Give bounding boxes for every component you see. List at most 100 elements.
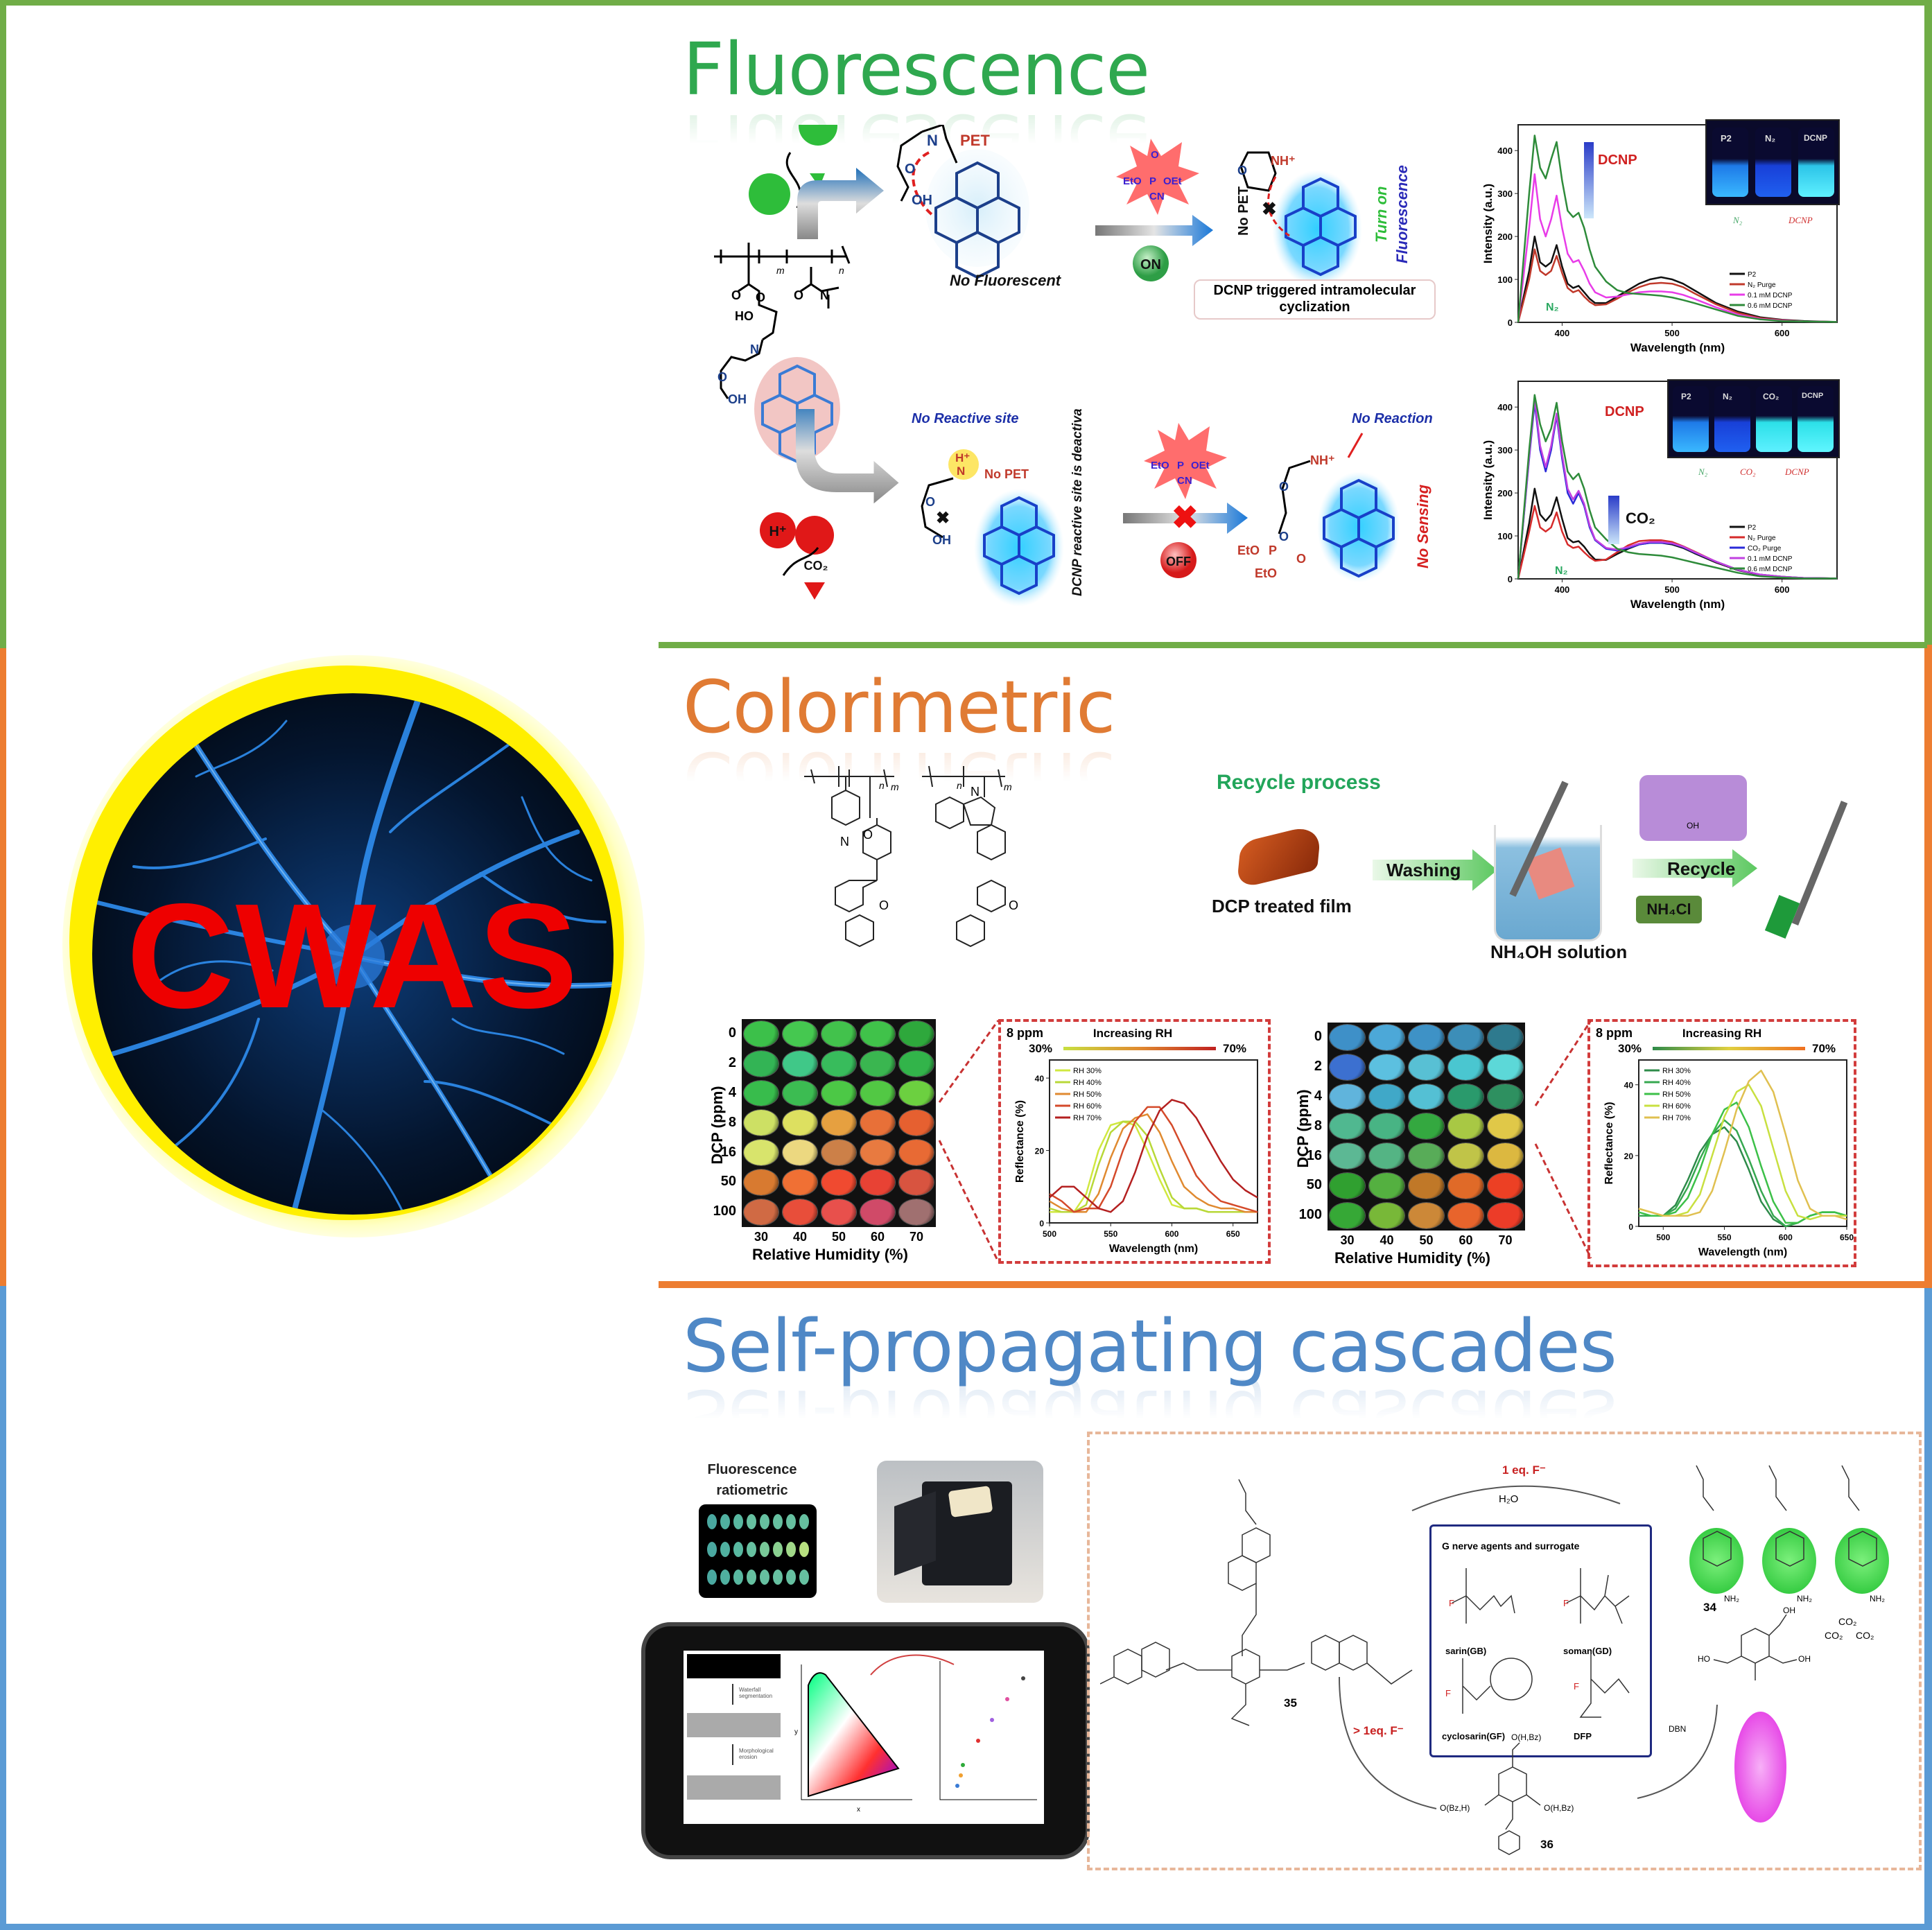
sensor-spot [783,1080,817,1106]
co2-annotation: CO₂ [1626,510,1655,527]
legend-entry: RH 60% [1073,1102,1102,1111]
y-axis-label: Reflectance (%) [1014,1100,1026,1183]
grid-row-label: 50 [1306,1177,1322,1193]
x-tick-label: 550 [1718,1233,1732,1242]
svg-text:F: F [1449,1598,1454,1608]
svg-text:P: P [1149,175,1156,187]
x-tick-label: 500 [1043,1229,1056,1239]
series-line-1 [1049,1120,1257,1213]
plot-frame [1049,1059,1258,1224]
svg-text:F: F [1563,1598,1569,1608]
sensor-spot [821,1021,856,1047]
well-dot [720,1514,730,1529]
excess-fluoride-label: > 1eq. F⁻ [1353,1724,1404,1737]
zoom-lines [938,1020,1000,1262]
svg-text:x: x [857,1806,860,1814]
nitrogen-drop-icon [810,173,825,187]
series-line-2 [1517,173,1838,323]
series-line-3 [1517,134,1838,323]
well-dot [720,1542,730,1557]
svg-text:OH: OH [932,533,951,547]
compound-34-label: 34 [1703,1601,1716,1614]
svg-text:O: O [756,290,765,304]
sensor-spot [1369,1113,1404,1140]
well-dot [747,1514,756,1529]
turn-on-label: Turn on [1373,186,1390,243]
triol-structure [1713,1614,1798,1680]
svg-text:m: m [776,265,785,276]
nerve-agents-title: G nerve agents and surrogate [1442,1540,1580,1551]
blocked-x-icon: ✖ [936,509,950,528]
legend-entry: P2 [1748,524,1757,532]
series-line-2 [1638,1102,1847,1224]
x-tick-label: 650 [1840,1233,1854,1242]
sensor-spot [860,1080,895,1106]
series-line-4 [1517,394,1837,580]
fluorescence-word-label: Fluorescence [1393,165,1411,263]
well-dot [747,1542,756,1557]
sensor-spot [899,1021,934,1047]
y-axis-label: Intensity (a.u.) [1481,184,1495,263]
amine-n-label: N [927,132,938,149]
sensor-spot [783,1050,817,1077]
logo-text: CWAS [126,872,580,1039]
curved-arrow-icon [1411,1485,1621,1511]
svg-text:y: y [794,1728,798,1736]
blocked-x-icon: ✖ [1262,198,1277,219]
x-tick-label: 500 [1664,584,1680,595]
well-dot [733,1542,743,1557]
well-dot [773,1570,783,1585]
sensor-spot [1448,1202,1483,1228]
grid-col-label: 30 [754,1229,769,1244]
sensor-spot [821,1199,856,1225]
sensor-spot [744,1021,778,1047]
sensor-spot [744,1050,778,1077]
sensor-spot [1488,1143,1523,1169]
svg-text:O: O [1279,530,1289,544]
grid-col-label: 50 [1419,1233,1434,1247]
section-title-self-propagating: Self-propagating cascades [683,1304,1617,1389]
svg-text:O: O [925,495,935,509]
dcp-film-icon [1236,822,1322,890]
x-axis-label: Wavelength (nm) [1698,1246,1787,1258]
series-line-3 [1517,397,1838,580]
well-dot [799,1570,809,1585]
sensor-spot [1448,1113,1483,1140]
well-dot [786,1570,796,1585]
y-tick-label: 400 [1497,146,1513,156]
sensor-spot [1448,1084,1483,1110]
rh-end-label: 70% [1223,1042,1246,1055]
sensor-spot [783,1021,817,1047]
sensor-spot [860,1021,895,1047]
series-line-3 [1049,1106,1258,1213]
chart-subtitle: Increasing RH [1093,1027,1172,1040]
legend-entry: RH 50% [1662,1090,1691,1099]
hydroxide-bubble-icon [749,173,790,215]
water-label: H₂O [1499,1493,1519,1505]
well-plate-photo [699,1504,817,1598]
sensor-spot [1409,1025,1444,1050]
legend-entry: RH 70% [1662,1114,1691,1122]
grid-row-label: 2 [1314,1059,1322,1075]
svg-text:H⁺: H⁺ [769,524,787,539]
sensor-spot [821,1110,856,1136]
sensor-spot [1448,1054,1483,1080]
svg-text:N: N [820,288,829,302]
sensor-spot [1330,1025,1365,1050]
grid-y-label: DCP (ppm) [1294,1089,1312,1168]
dcnp-annotation: DCNP [1605,404,1644,419]
dcnp-starburst-icon [1144,423,1227,499]
svg-text:F: F [1445,1688,1451,1698]
x-axis-label: Wavelength (nm) [1630,341,1725,354]
section-divider-colorimetric [659,1281,1927,1288]
x-tick-label: 550 [1104,1229,1117,1239]
blocked-reaction-x-icon: ✖ [1172,499,1199,535]
sensor-spot [1488,1084,1523,1110]
legend-entry: 0.6 mM DCNP [1748,302,1793,310]
polymer-structures-colorimetric: O N N O O n m n m [804,765,1018,948]
smartphone-frame: Waterfall segmentation Morphological ero… [641,1622,1090,1859]
sensor-spot [1448,1143,1483,1169]
